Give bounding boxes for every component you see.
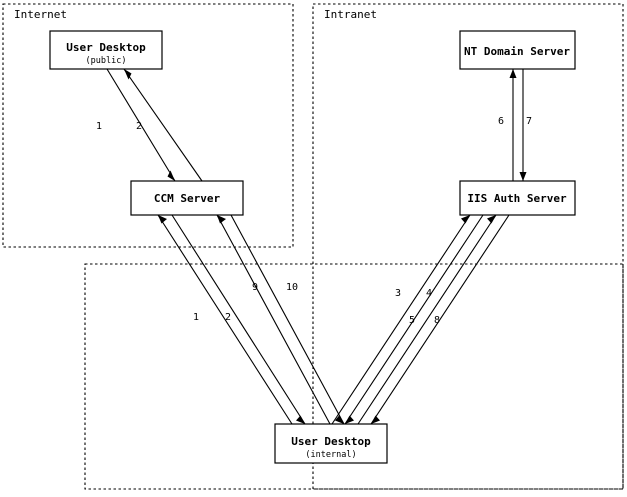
node-nt-domain-server-box[interactable] xyxy=(459,30,576,70)
flow-line-1-internal xyxy=(157,214,293,425)
arrowhead-5 xyxy=(487,215,496,224)
arrowhead-2-internal xyxy=(296,415,305,424)
flow-group-internal-ccm xyxy=(157,214,345,425)
node-user-desktop-internal-subtitle: (internal) xyxy=(305,450,356,460)
arrowhead-4 xyxy=(345,415,354,424)
edge-label-8: 8 xyxy=(434,315,440,326)
flow-line-4 xyxy=(344,214,484,425)
node-iis-auth-server[interactable]: IIS Auth Server xyxy=(459,180,576,216)
zone-boundaries xyxy=(2,3,624,490)
node-user-desktop-public-box[interactable] xyxy=(49,30,163,70)
node-user-desktop-internal[interactable]: User Desktop (internal) xyxy=(274,423,388,464)
arrowhead-6 xyxy=(509,69,517,78)
edge-label-1-top: 1 xyxy=(96,121,102,132)
edge-label-2-top: 2 xyxy=(136,121,142,132)
arrowhead-3 xyxy=(461,215,470,224)
flow-line-2-public xyxy=(123,68,203,182)
node-user-desktop-internal-title: User Desktop xyxy=(291,435,371,448)
arrowhead-1-internal xyxy=(158,215,167,224)
flow-group-public-ccm xyxy=(106,68,203,182)
flow-line-8 xyxy=(370,214,510,425)
node-nt-domain-server[interactable]: NT Domain Server xyxy=(459,30,576,70)
zone-internet-boundary xyxy=(2,3,294,248)
flow-line-3 xyxy=(331,214,471,425)
arrowhead-9 xyxy=(217,215,226,224)
edge-label-9: 9 xyxy=(252,282,258,293)
flow-group-internal-iis xyxy=(331,214,510,425)
edge-label-10: 10 xyxy=(286,282,298,293)
flow-line-2-internal xyxy=(171,214,306,425)
node-iis-auth-server-title: IIS Auth Server xyxy=(467,192,567,205)
node-ccm-server-box[interactable] xyxy=(130,180,244,216)
flow-line-1-public xyxy=(106,68,176,182)
edge-label-5: 5 xyxy=(409,315,415,326)
arrowhead-2-public xyxy=(124,69,132,80)
edge-label-3: 3 xyxy=(395,288,401,299)
node-user-desktop-public-subtitle: (public) xyxy=(86,56,127,66)
edge-label-1-bottom: 1 xyxy=(193,312,199,323)
node-user-desktop-public-title: User Desktop xyxy=(66,41,146,54)
arrowhead-8 xyxy=(371,415,380,424)
zone-internal-boundary xyxy=(84,263,624,490)
arrowhead-1-public xyxy=(167,170,175,181)
node-user-desktop-internal-box[interactable] xyxy=(274,423,388,464)
node-ccm-server[interactable]: CCM Server xyxy=(130,180,244,216)
zone-intranet-boundary xyxy=(312,3,624,490)
edge-label-6: 6 xyxy=(498,116,504,127)
edge-label-7: 7 xyxy=(526,116,532,127)
node-ccm-server-title: CCM Server xyxy=(154,192,221,205)
edge-labels: 1 2 6 7 9 10 1 2 3 4 5 8 xyxy=(96,116,532,326)
flow-group-iis-nt xyxy=(509,69,527,181)
zone-label-internet: Internet xyxy=(14,8,67,21)
flow-line-5 xyxy=(357,214,497,425)
flow-line-9 xyxy=(216,214,331,425)
flow-line-10 xyxy=(230,214,345,425)
node-user-desktop-public[interactable]: User Desktop (public) xyxy=(49,30,163,70)
node-nt-domain-server-title: NT Domain Server xyxy=(464,45,570,58)
edge-label-4: 4 xyxy=(426,288,432,299)
node-iis-auth-server-box[interactable] xyxy=(459,180,576,216)
arrowhead-10 xyxy=(335,415,344,424)
arrowhead-7 xyxy=(519,172,527,181)
zone-label-intranet: Intranet xyxy=(324,8,377,21)
edge-label-2-bottom: 2 xyxy=(225,312,231,323)
